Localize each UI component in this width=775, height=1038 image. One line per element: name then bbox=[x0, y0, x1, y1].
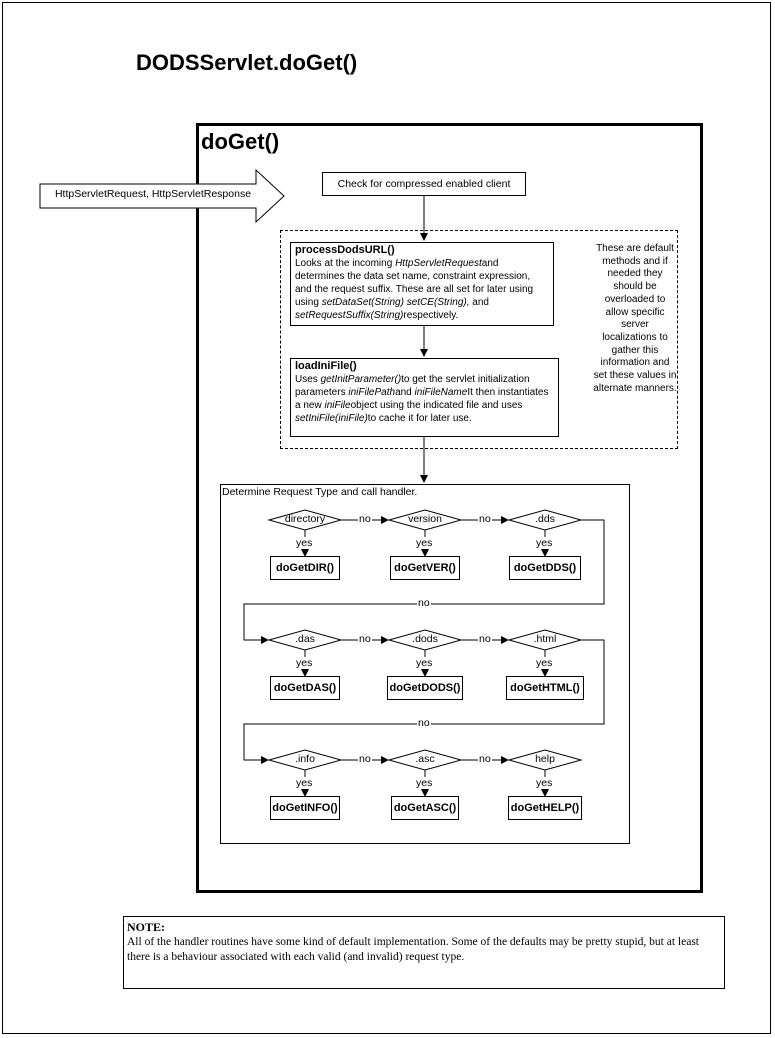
loadini-text: setIniFile(iniFile) bbox=[295, 413, 368, 424]
loadini-text: object using the indicated file and uses bbox=[350, 400, 523, 411]
no-label: no bbox=[417, 717, 431, 729]
decision-label: .das bbox=[295, 633, 315, 645]
loadini-text: It then instantiates a new bbox=[295, 387, 549, 411]
process-text: setRequestSuffix(String) bbox=[295, 310, 404, 321]
process-text: HttpServletRequest bbox=[395, 258, 482, 269]
loadini-text: and bbox=[395, 387, 415, 398]
decision-label: directory bbox=[284, 513, 326, 525]
no-label: no bbox=[358, 513, 372, 525]
yes-label: yes bbox=[535, 777, 554, 789]
decision-label: .dods bbox=[412, 633, 438, 645]
yes-label: yes bbox=[415, 537, 434, 549]
yes-label: yes bbox=[415, 657, 434, 669]
yes-label: yes bbox=[535, 657, 554, 669]
yes-label: yes bbox=[295, 657, 314, 669]
process-dods-url-box: processDodsURL() Looks at the incoming H… bbox=[290, 242, 554, 326]
note-heading: NOTE: bbox=[127, 920, 166, 934]
handler-box: doGetDAS() bbox=[270, 676, 340, 700]
decision-label: .dds bbox=[535, 513, 555, 525]
loadini-text: iniFile bbox=[324, 400, 351, 411]
diagram-title: DODSServlet.doGet() bbox=[136, 50, 358, 75]
request-type-label: Determine Request Type and call handler. bbox=[222, 486, 418, 498]
process-text: and determines the data set name, constr… bbox=[295, 258, 534, 308]
input-arrow bbox=[39, 168, 285, 224]
default-methods-region bbox=[280, 230, 678, 449]
input-arrow-label: HttpServletRequest, HttpServletResponse bbox=[54, 188, 252, 200]
request-type-box bbox=[220, 484, 630, 844]
loadini-text: to get the servlet initialization parame… bbox=[295, 374, 530, 398]
handler-box: doGetDIR() bbox=[270, 556, 340, 580]
doget-box bbox=[196, 123, 703, 893]
no-label: no bbox=[417, 597, 431, 609]
process-heading: processDodsURL() bbox=[295, 244, 395, 256]
loadini-text: iniFilePath bbox=[348, 387, 396, 398]
process-text: and bbox=[469, 297, 489, 308]
handler-box: doGetDDS() bbox=[509, 556, 581, 580]
no-label: no bbox=[478, 633, 492, 645]
decision-label: .asc bbox=[415, 753, 435, 765]
handler-box: doGetDODS() bbox=[387, 676, 463, 700]
loadini-text: Uses bbox=[295, 374, 321, 385]
no-label: no bbox=[358, 753, 372, 765]
doget-label: doGet() bbox=[201, 129, 280, 154]
loadini-heading: loadIniFile() bbox=[295, 360, 357, 372]
decision-label: version bbox=[408, 513, 442, 525]
no-label: no bbox=[478, 513, 492, 525]
handler-box: doGetHELP() bbox=[508, 796, 582, 820]
loadini-text: to cache it for later use. bbox=[367, 413, 472, 424]
process-text: setDataSet(String) setCE(String), bbox=[321, 297, 470, 308]
yes-label: yes bbox=[295, 777, 314, 789]
note-box: NOTE: All of the handler routines have s… bbox=[123, 916, 725, 989]
no-label: no bbox=[478, 753, 492, 765]
load-ini-file-box: loadIniFile() Uses getInitParameter()to … bbox=[290, 358, 559, 437]
handler-box: doGetVER() bbox=[390, 556, 460, 580]
handler-box: doGetASC() bbox=[391, 796, 459, 820]
loadini-text: iniFileName bbox=[414, 387, 468, 398]
loadini-text: getInitParameter() bbox=[320, 374, 402, 385]
decision-label: .html bbox=[533, 633, 557, 645]
default-methods-note: These are default methods and if needed … bbox=[593, 243, 677, 394]
yes-label: yes bbox=[415, 777, 434, 789]
decision-label: .info bbox=[295, 753, 315, 765]
no-label: no bbox=[358, 633, 372, 645]
decision-label: help bbox=[535, 753, 555, 765]
handler-box: doGetINFO() bbox=[270, 796, 340, 820]
check-compressed-box: Check for compressed enabled client bbox=[322, 172, 526, 196]
handler-box: doGetHTML() bbox=[506, 676, 584, 700]
yes-label: yes bbox=[295, 537, 314, 549]
yes-label: yes bbox=[535, 537, 554, 549]
process-text: Looks at the incoming bbox=[295, 258, 396, 269]
process-text: respectively. bbox=[403, 310, 459, 321]
decision-diamond bbox=[507, 749, 583, 771]
note-text: All of the handler routines have some ki… bbox=[127, 936, 699, 963]
